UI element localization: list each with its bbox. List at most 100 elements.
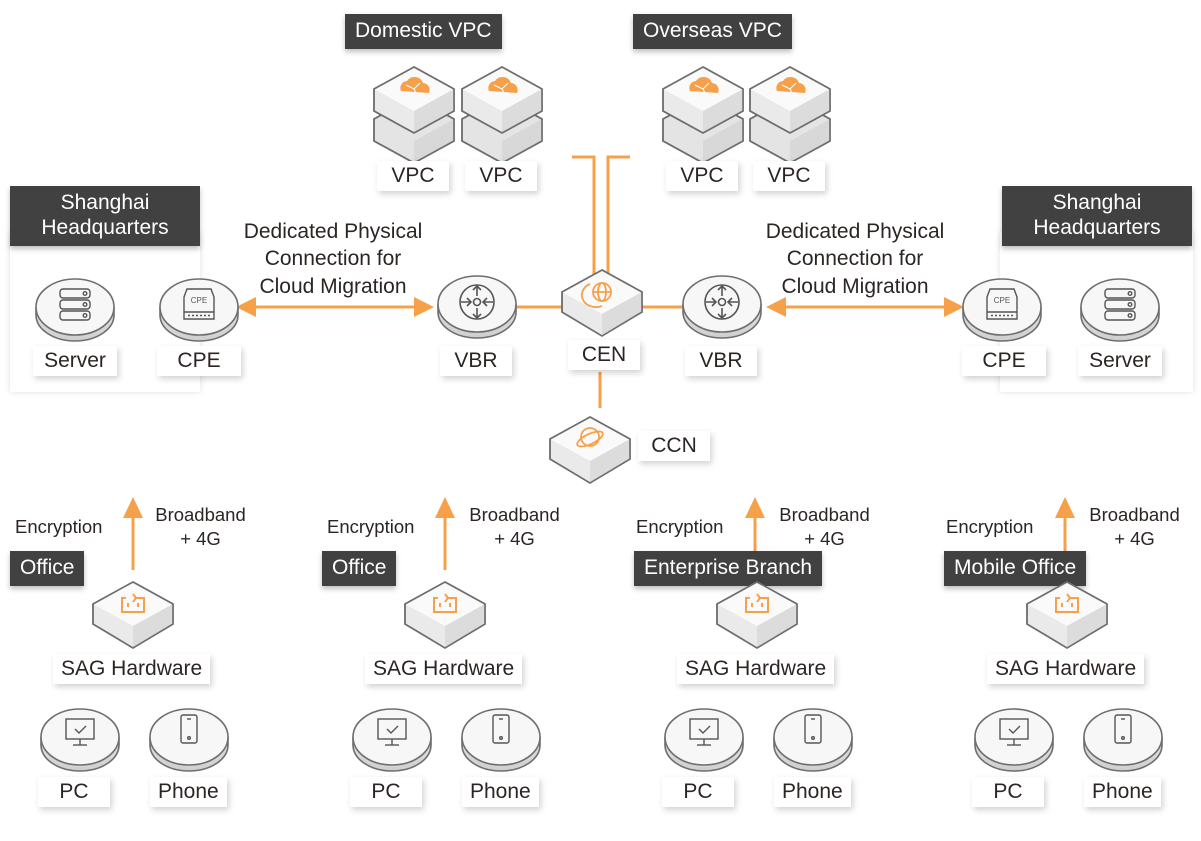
- overseas-vpc-title: Overseas VPC: [633, 14, 792, 49]
- pc-node: [662, 705, 746, 775]
- cpe-icon: [986, 288, 1018, 320]
- label-line: + 4G: [804, 528, 845, 550]
- branch-uplink-arrows: [123, 497, 1075, 572]
- vbr-left-node: [435, 272, 519, 342]
- ccn-planet-icon: [576, 427, 604, 448]
- title-line: Shanghai: [1052, 191, 1142, 214]
- pc-label: PC: [350, 777, 422, 807]
- vbr-left-label: VBR: [440, 346, 512, 376]
- label-line: + 4G: [494, 528, 535, 550]
- label-line: Dedicated Physical: [765, 220, 945, 243]
- vpc-cloud-icon: [372, 65, 456, 165]
- svg-text:CPE: CPE: [191, 296, 207, 305]
- cpe-icon: [183, 288, 215, 320]
- phone-icon: [1114, 714, 1132, 744]
- pc-node: [38, 705, 122, 775]
- phone-label: Phone: [462, 777, 539, 807]
- label-line: Broadband: [155, 504, 246, 525]
- phone-label: Phone: [1084, 777, 1161, 807]
- vpc-label: VPC: [666, 161, 738, 191]
- label-line: Broadband: [1089, 504, 1180, 525]
- label-line: Cloud Migration: [781, 274, 929, 298]
- server-node: [33, 275, 117, 345]
- broadband-label: Broadband+ 4G: [772, 503, 877, 551]
- cpe-label: CPE: [962, 346, 1046, 376]
- vpc-cloud-icon: [748, 65, 832, 165]
- broadband-label: Broadband + 4G: [462, 503, 567, 551]
- phone-icon: [804, 714, 822, 744]
- branch-title: Office: [10, 551, 85, 586]
- title-line: Headquarters: [41, 215, 169, 239]
- line-overseas-to-cen: [606, 155, 630, 290]
- label-line: Broadband: [469, 504, 560, 525]
- server-icon: [1104, 288, 1136, 321]
- svg-text:CPE: CPE: [994, 296, 1010, 305]
- vbr-right-node: [680, 272, 764, 342]
- cpe-node: CPE: [960, 275, 1044, 345]
- vpc-label: VPC: [465, 161, 537, 191]
- encryption-label: Encryption: [15, 516, 103, 537]
- ccn-node: [548, 415, 632, 485]
- label-line: Connection for: [264, 247, 402, 271]
- sag-hardware-node: [91, 580, 175, 650]
- pc-label: PC: [38, 777, 110, 807]
- branch-title: Enterprise Branch: [634, 551, 823, 586]
- phone-label: Phone: [150, 777, 227, 807]
- phone-node: [771, 705, 855, 775]
- sag-hardware-node: [1025, 580, 1109, 650]
- monitor-icon: [999, 718, 1029, 746]
- vpc-label: VPC: [377, 161, 449, 191]
- vpc-cloud-icon: [661, 65, 745, 165]
- vpc-label: VPC: [753, 161, 825, 191]
- label-line: Connection for: [786, 247, 924, 271]
- vbr-right-label: VBR: [685, 346, 757, 376]
- phone-node: [1081, 705, 1165, 775]
- sag-icon: [433, 593, 457, 613]
- phone-icon: [180, 714, 198, 744]
- cpe-node: CPE: [157, 275, 241, 345]
- sag-hardware-label: SAG Hardware: [365, 654, 523, 684]
- dedicated-connection-label: Dedicated Physical Connection for Cloud …: [755, 218, 955, 300]
- label-line: Cloud Migration: [259, 274, 407, 298]
- phone-icon: [492, 714, 510, 744]
- sag-icon: [121, 593, 145, 613]
- right-headquarters-title: Shanghai Headquarters: [1002, 186, 1192, 246]
- sag-hardware-label: SAG Hardware: [987, 654, 1145, 684]
- monitor-icon: [377, 718, 407, 746]
- label-line: + 4G: [180, 528, 221, 550]
- phone-node: [147, 705, 231, 775]
- pc-node: [350, 705, 434, 775]
- cen-label: CEN: [568, 340, 640, 370]
- ccn-label: CCN: [638, 431, 710, 461]
- encryption-label: Encryption: [327, 516, 415, 537]
- broadband-label: Broadband + 4G: [148, 503, 253, 551]
- broadband-label: Broadband+ 4G: [1082, 503, 1187, 551]
- server-label: Server: [1078, 346, 1162, 376]
- title-line: Shanghai: [60, 191, 150, 214]
- monitor-icon: [65, 718, 95, 746]
- monitor-icon: [689, 718, 719, 746]
- phone-node: [459, 705, 543, 775]
- sag-hardware-label: SAG Hardware: [53, 654, 211, 684]
- dedicated-connection-arrows: [236, 297, 964, 317]
- server-icon: [59, 288, 91, 321]
- branch-title: Mobile Office: [944, 551, 1087, 586]
- pc-label: PC: [662, 777, 734, 807]
- vpc-cloud-icon: [460, 65, 544, 165]
- sag-hardware-node: [403, 580, 487, 650]
- server-node: [1078, 275, 1162, 345]
- left-headquarters-title: Shanghai Headquarters: [10, 186, 200, 246]
- cpe-label: CPE: [157, 346, 241, 376]
- encryption-label: Encryption: [636, 516, 724, 537]
- phone-label: Phone: [774, 777, 851, 807]
- server-label: Server: [33, 346, 117, 376]
- sag-hardware-label: SAG Hardware: [677, 654, 835, 684]
- sag-icon: [1055, 593, 1079, 613]
- encryption-label: Encryption: [946, 516, 1034, 537]
- pc-label: PC: [972, 777, 1044, 807]
- dedicated-connection-label: Dedicated Physical Connection for Cloud …: [233, 218, 433, 300]
- cen-globe-icon: [580, 282, 612, 309]
- router-icon: [704, 284, 740, 320]
- pc-node: [972, 705, 1056, 775]
